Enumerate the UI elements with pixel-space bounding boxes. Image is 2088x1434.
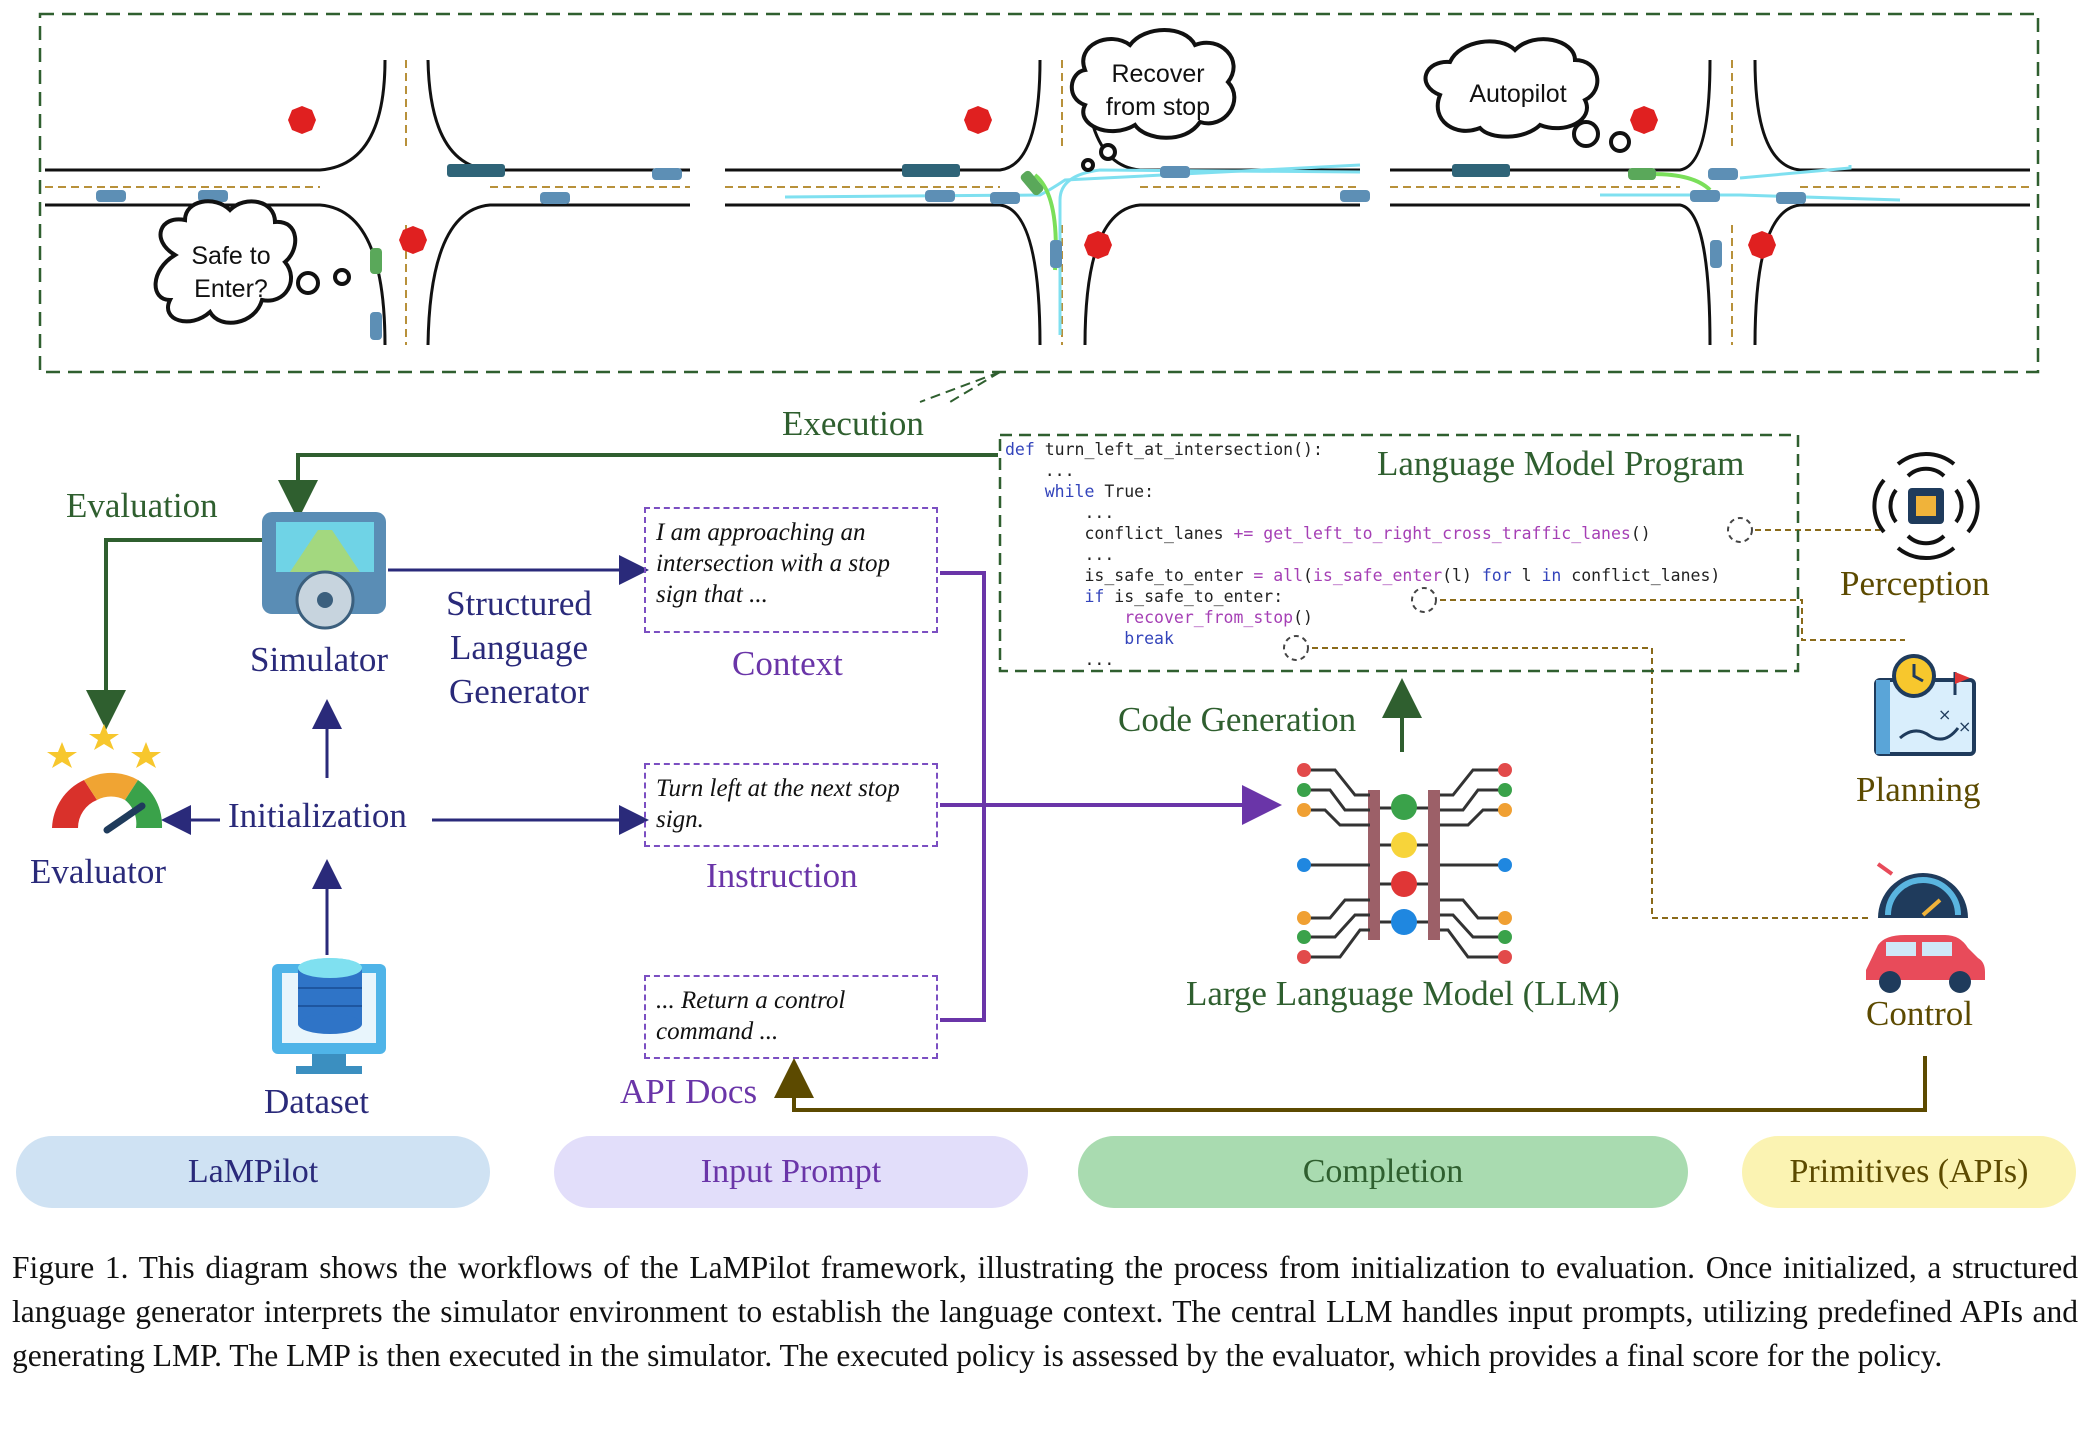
- perception-sensor-icon: [1872, 452, 1980, 560]
- control-label: Control: [1866, 994, 1973, 1033]
- scene-intersection-2: [725, 59, 1370, 346]
- thought-cloud-3: [1423, 37, 1631, 153]
- structured-language-generator-label: Structured Language Generator: [446, 584, 592, 711]
- lmp-code-block: def turn_left_at_intersection(): ... whi…: [1005, 440, 1721, 669]
- api-docs-label: API Docs: [620, 1072, 758, 1111]
- scene-intersection-3: [1390, 59, 2030, 346]
- lmp-box: [998, 433, 1800, 673]
- thought-cloud-2: [1044, 28, 1237, 172]
- pill-input-prompt: Input Prompt: [554, 1136, 1028, 1208]
- dataset-label: Dataset: [264, 1082, 369, 1121]
- execution-arrow: [278, 453, 998, 520]
- control-car-icon: [1866, 862, 1985, 993]
- simulator-icon: [262, 512, 386, 630]
- thought-text-3: Autopilot: [1469, 80, 1567, 108]
- dataset-monitor-icon: [272, 958, 386, 1074]
- evaluator-label: Evaluator: [30, 852, 167, 891]
- lmp-title: Language Model Program: [1377, 444, 1745, 483]
- simulator-label: Simulator: [250, 640, 389, 679]
- planning-map-icon: × ×: [1874, 654, 1976, 756]
- api-docs-prompt-box: ... Return a control command ...: [644, 975, 938, 1059]
- pill-lampilot: LaMPilot: [16, 1136, 490, 1208]
- initialization-label: Initialization: [228, 796, 407, 835]
- figure-caption: Figure 1. This diagram shows the workflo…: [12, 1250, 2078, 1373]
- svg-text:×: ×: [1938, 705, 1951, 724]
- pill-primitives: Primitives (APIs): [1742, 1136, 2076, 1208]
- thought-text-1: Safe to Enter?: [191, 242, 271, 303]
- scene-intersection-1: [45, 59, 690, 346]
- planning-label: Planning: [1856, 770, 1981, 809]
- context-label: Context: [732, 644, 843, 683]
- llm-label: Large Language Model (LLM): [1186, 974, 1620, 1013]
- instruction-label: Instruction: [706, 856, 858, 895]
- evaluator-gauge-icon: [47, 724, 163, 834]
- pill-completion: Completion: [1078, 1136, 1688, 1208]
- instruction-prompt-box: Turn left at the next stop sign.: [644, 763, 938, 847]
- thought-text-2: Recover from stop: [1105, 60, 1211, 121]
- scene-frame: [38, 12, 2040, 374]
- perception-label: Perception: [1840, 564, 1990, 603]
- stop-sign-icon: [288, 106, 1776, 259]
- thought-cloud-1: [153, 199, 351, 325]
- execution-label: Execution: [782, 404, 924, 443]
- context-prompt-box: I am approaching an intersection with a …: [644, 507, 938, 633]
- llm-network-icon: [1297, 763, 1512, 964]
- svg-text:×: ×: [1958, 717, 1971, 736]
- evaluation-label: Evaluation: [66, 486, 218, 525]
- evaluation-arrow: [86, 538, 262, 730]
- code-generation-label: Code Generation: [1118, 700, 1357, 739]
